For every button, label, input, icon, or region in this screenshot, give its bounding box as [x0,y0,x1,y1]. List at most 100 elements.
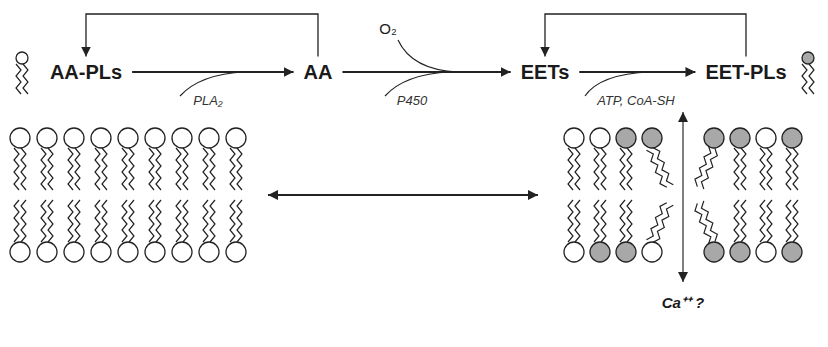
oxygen-hook [398,40,458,72]
fatty-acid-tail [176,148,181,190]
fatty-acid-tail [230,200,235,242]
fatty-acid-tail [646,148,666,189]
fatty-acid-tail [601,148,606,190]
fatty-acid-tail [734,200,739,242]
fatty-acid-tail [620,148,625,190]
fatty-acid-tail [21,148,26,190]
lipid-head [704,128,724,148]
fatty-acid-tail [802,64,807,94]
fatty-acid-tail [16,64,21,94]
phospholipid-symbol [37,200,57,262]
phospholipid-symbol [199,200,219,262]
reaction-arrow [579,71,695,73]
phospholipid-symbol [693,201,724,262]
ion-flux-arrow [682,112,684,282]
fatty-acid-tail [48,200,53,242]
phospholipid-symbol [16,52,28,94]
fatty-acid-tail [786,148,791,190]
lipid-head [145,128,165,148]
lipid-head [145,242,165,262]
fatty-acid-tail [14,148,19,190]
phospholipid-symbol [226,200,246,262]
metabolite-node: AA [300,59,337,86]
fatty-acid-tail [203,148,208,190]
fatty-acid-tail [601,200,606,242]
fatty-acid-tail [734,148,739,190]
phospholipid-symbol [802,52,814,94]
fatty-acid-tail [14,200,19,242]
fatty-acid-tail [594,148,599,190]
lipid-head [756,242,776,262]
lipid-head [642,128,662,148]
phospholipid-symbol [642,128,673,189]
fatty-acid-tail [156,148,161,190]
reaction-arrow [342,71,510,73]
fatty-acid-tail [68,200,73,242]
phospholipid-symbol [693,128,724,189]
fatty-acid-tail [699,201,719,242]
enzyme-label: PLA₂ [191,93,225,108]
phospholipid-symbol [730,128,750,190]
fatty-acid-tail [149,200,154,242]
lipid-head [616,128,636,148]
equilibrium-arrow [268,194,538,196]
lipid-head [616,242,636,262]
reaction-arrow [132,71,293,73]
enzyme-label: P450 [395,93,429,108]
fatty-acid-tail [75,200,80,242]
fatty-acid-tail [741,148,746,190]
phospholipid-symbol [64,200,84,262]
fatty-acid-tail [575,200,580,242]
fatty-acid-tail [23,64,28,94]
phospholipid-symbol [590,200,610,262]
fatty-acid-tail [627,148,632,190]
lipid-head [642,242,662,262]
phospholipid-symbol [756,200,776,262]
ion-label: Ca⁺⁺ ? [660,292,707,312]
fatty-acid-tail [575,148,580,190]
fatty-acid-tail [176,200,181,242]
fatty-acid-tail [237,200,242,242]
fatty-acid-tail [620,200,625,242]
lipid-head [16,52,28,64]
fatty-acid-tail [149,148,154,190]
phospholipid-symbol [145,200,165,262]
fatty-acid-tail [41,200,46,242]
fatty-acid-tail [95,148,100,190]
metabolite-node: AA-PLs [46,59,126,86]
lipid-head [564,128,584,148]
fatty-acid-tail [183,148,188,190]
phospholipid-symbol [616,128,636,190]
phospholipid-symbol [145,128,165,190]
lipid-head [782,128,802,148]
phospholipid-symbol [10,128,30,190]
fatty-acid-tail [122,148,127,190]
fatty-acid-tail [102,200,107,242]
fatty-acid-tail [68,148,73,190]
lipid-head [756,128,776,148]
metabolite-name: AA-PLs [50,61,122,84]
fatty-acid-tail [760,148,765,190]
fatty-acid-tail [210,148,215,190]
fatty-acid-tail [786,200,791,242]
phospholipid-symbol [564,128,584,190]
lipid-head [37,242,57,262]
lipid-head [199,242,219,262]
fatty-acid-tail [75,148,80,190]
fatty-acid-tail [653,146,673,187]
feedback-arrow [545,14,746,57]
fatty-acid-tail [699,148,719,189]
phospholipid-symbol [172,128,192,190]
fatty-acid-tail [210,200,215,242]
lipid-head [199,128,219,148]
fatty-acid-tail [809,64,814,94]
phospholipid-symbol [37,128,57,190]
fatty-acid-tail [594,200,599,242]
lipid-head [91,242,111,262]
metabolite-name: EET-PLs [705,61,786,84]
fatty-acid-tail [41,148,46,190]
lipid-head [590,128,610,148]
lipid-head [564,242,584,262]
lipid-head [226,242,246,262]
lipid-head [64,242,84,262]
